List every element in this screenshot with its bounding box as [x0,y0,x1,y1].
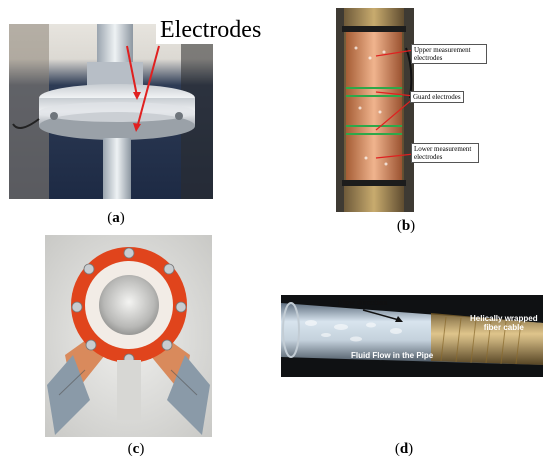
flow-direction-label: Flow direction [338,298,388,307]
helical-label-line2: fiber cable [483,323,524,332]
photo-c [45,235,212,437]
lower-electrodes-label: Lower measurement electrodes [411,143,479,163]
caption-d: (d) [394,441,414,457]
caption-c: (c) [127,441,145,457]
upper-electrodes-label: Upper measurement electrodes [411,44,487,64]
photo-d [281,295,543,377]
caption-b: (b) [396,218,416,234]
electrodes-label: Electrodes [156,17,266,44]
photo-b [336,8,414,212]
helical-label-line1: Helically wrapped [470,314,538,323]
helical-label: Helically wrapped fiber cable [470,314,538,332]
caption-a: (a) [107,210,125,226]
photo-a [9,24,213,199]
fluid-flow-label: Fluid Flow in the Pipe [351,351,434,360]
guard-electrodes-label: Guard electrodes [410,91,464,103]
